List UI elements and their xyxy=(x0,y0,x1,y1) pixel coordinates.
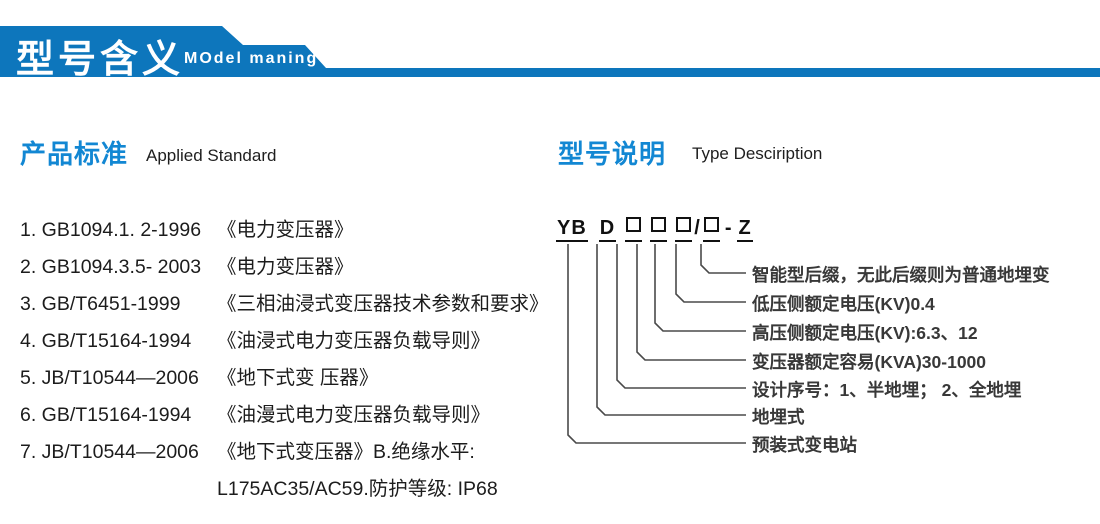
standard-item: 7. JB/T10544—2006 《地下式变压器》B.绝缘水平: xyxy=(20,434,550,471)
standard-item: 1. GB1094.1. 2-1996 《电力变压器》 xyxy=(20,212,550,249)
model-code: YB D / - Z xyxy=(556,217,753,242)
standard-title: 《电力变压器》 xyxy=(217,256,354,278)
model-code-dash: - xyxy=(724,217,733,239)
diagram-label: 地埋式 xyxy=(752,407,805,427)
standard-item: 4. GB/T15164-1994 《油浸式电力变压器负载导则》 xyxy=(20,323,550,360)
standard-title: 《地下式变 压器》 xyxy=(217,367,379,389)
page-title: 型号含义 xyxy=(16,39,185,81)
diagram-label: 低压侧额定电压(KV)0.4 xyxy=(752,294,935,314)
model-code-box xyxy=(650,217,668,242)
standards-list: 1. GB1094.1. 2-1996 《电力变压器》 2. GB1094.3.5… xyxy=(20,212,550,508)
standard-title: 《三相油浸式变压器技术参数和要求》 xyxy=(217,293,549,315)
standard-item-continuation: L175AC35/AC59.防护等级: IP68 xyxy=(217,478,498,500)
model-code-box xyxy=(702,217,720,242)
page-subtitle: MOdel maning xyxy=(184,50,319,67)
model-code-type-letter: D xyxy=(598,218,617,242)
model-code-box xyxy=(625,217,643,242)
model-code-slash: / xyxy=(694,217,701,239)
standard-title: 《电力变压器》 xyxy=(217,219,354,241)
diagram-label: 高压侧额定电压(KV):6.3、12 xyxy=(752,323,978,343)
diagram-label: 变压器额定容易(KVA)30-1000 xyxy=(752,352,987,372)
standard-code: 2. GB1094.3.5- 2003 xyxy=(20,256,202,278)
model-code-box xyxy=(675,217,693,242)
standard-item: 2. GB1094.3.5- 2003 《电力变压器》 xyxy=(20,249,550,286)
model-code-suffix: Z xyxy=(737,218,753,242)
standard-code: 5. JB/T10544—2006 xyxy=(20,367,199,389)
standard-title: 《地下式变压器》B.绝缘水平: xyxy=(217,441,475,463)
model-code-prefix: YB xyxy=(556,218,588,242)
standard-code: 4. GB/T15164-1994 xyxy=(20,330,192,352)
standard-code: 7. JB/T10544—2006 xyxy=(20,441,199,463)
left-section-heading-zh: 产品标准 xyxy=(20,139,129,169)
standard-item: 3. GB/T6451-1999 《三相油浸式变压器技术参数和要求》 xyxy=(20,286,550,323)
left-section-heading-en: Applied Standard xyxy=(146,146,277,165)
standard-item: 6. GB/T15164-1994 《油漫式电力变压器负载导则》 xyxy=(20,397,550,434)
standard-code: 3. GB/T6451-1999 xyxy=(20,293,181,315)
diagram-label: 设计序号：1、半地埋； 2、全地埋 xyxy=(752,380,1022,400)
standard-code: 1. GB1094.1. 2-1996 xyxy=(20,219,202,241)
standard-title: 《油浸式电力变压器负载导则》 xyxy=(217,330,491,352)
diagram-label: 预装式变电站 xyxy=(752,435,857,455)
diagram-label: 智能型后缀，无此后缀则为普通地埋变 xyxy=(752,265,1050,285)
right-section-heading-zh: 型号说明 xyxy=(558,139,667,169)
standard-item: 5. JB/T10544—2006 《地下式变 压器》 xyxy=(20,360,550,397)
standard-code: 6. GB/T15164-1994 xyxy=(20,404,192,426)
right-section-heading-en: Type Desciription xyxy=(692,144,823,163)
standard-title: 《油漫式电力变压器负载导则》 xyxy=(217,404,491,426)
header-banner xyxy=(0,26,1100,77)
connector-lines xyxy=(567,244,746,444)
